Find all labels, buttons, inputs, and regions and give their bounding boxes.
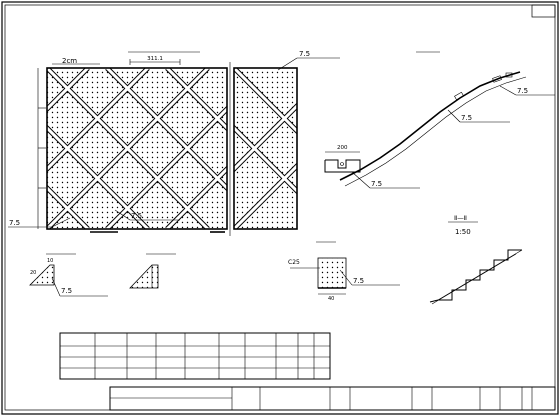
quantity-table xyxy=(59,332,331,380)
section-II-II: Ⅱ—Ⅱ 1:50 xyxy=(429,214,523,305)
plan-slope-label-bottom-left: 7.5 xyxy=(9,219,20,227)
section-I-I: 200 7.5 7.5 7.5 xyxy=(324,51,555,189)
plan-view: 311.1 2cm xyxy=(8,50,340,236)
section-I-slope-label-mid: 7.5 xyxy=(461,114,472,122)
top-left-dim-label: 2cm xyxy=(62,57,77,65)
detail-left-dim-a: 20 xyxy=(30,270,36,276)
groove-detail xyxy=(324,159,361,173)
detail-mid xyxy=(129,253,176,289)
plan-slope-label-bottom-mid: 7.5 xyxy=(131,212,142,220)
concrete-label: C25 xyxy=(288,259,300,266)
slope-profile xyxy=(339,71,521,181)
sheet-number-box xyxy=(531,4,556,18)
detail-left-slope-label: 7.5 xyxy=(61,287,72,295)
section-II-block xyxy=(317,257,347,289)
section-II-center: C25 40 7.5 xyxy=(288,241,400,302)
plan-slope-label-right: 7.5 xyxy=(299,50,310,58)
section-II-dim-bottom: 40 xyxy=(328,296,334,302)
section-II-II-mark: Ⅱ—Ⅱ xyxy=(454,214,467,222)
section-I-slope-label-top: 7.5 xyxy=(517,87,528,95)
section-I-slope-label-bottom: 7.5 xyxy=(371,180,382,188)
plan-right-panel xyxy=(233,67,298,230)
detail-width-label: 200 xyxy=(337,145,348,151)
section-II-slope-label: 7.5 xyxy=(353,277,364,285)
detail-left-dim-b: 10 xyxy=(47,258,53,264)
detail-left-block xyxy=(29,264,55,286)
cell-width-label: 311.1 xyxy=(147,56,163,62)
detail-left: 20 10 7.5 xyxy=(29,253,108,297)
detail-mid-block xyxy=(129,264,159,289)
section-II-II-scale: 1:50 xyxy=(455,228,471,236)
plan-left-panel xyxy=(46,67,228,230)
title-block xyxy=(109,386,556,411)
